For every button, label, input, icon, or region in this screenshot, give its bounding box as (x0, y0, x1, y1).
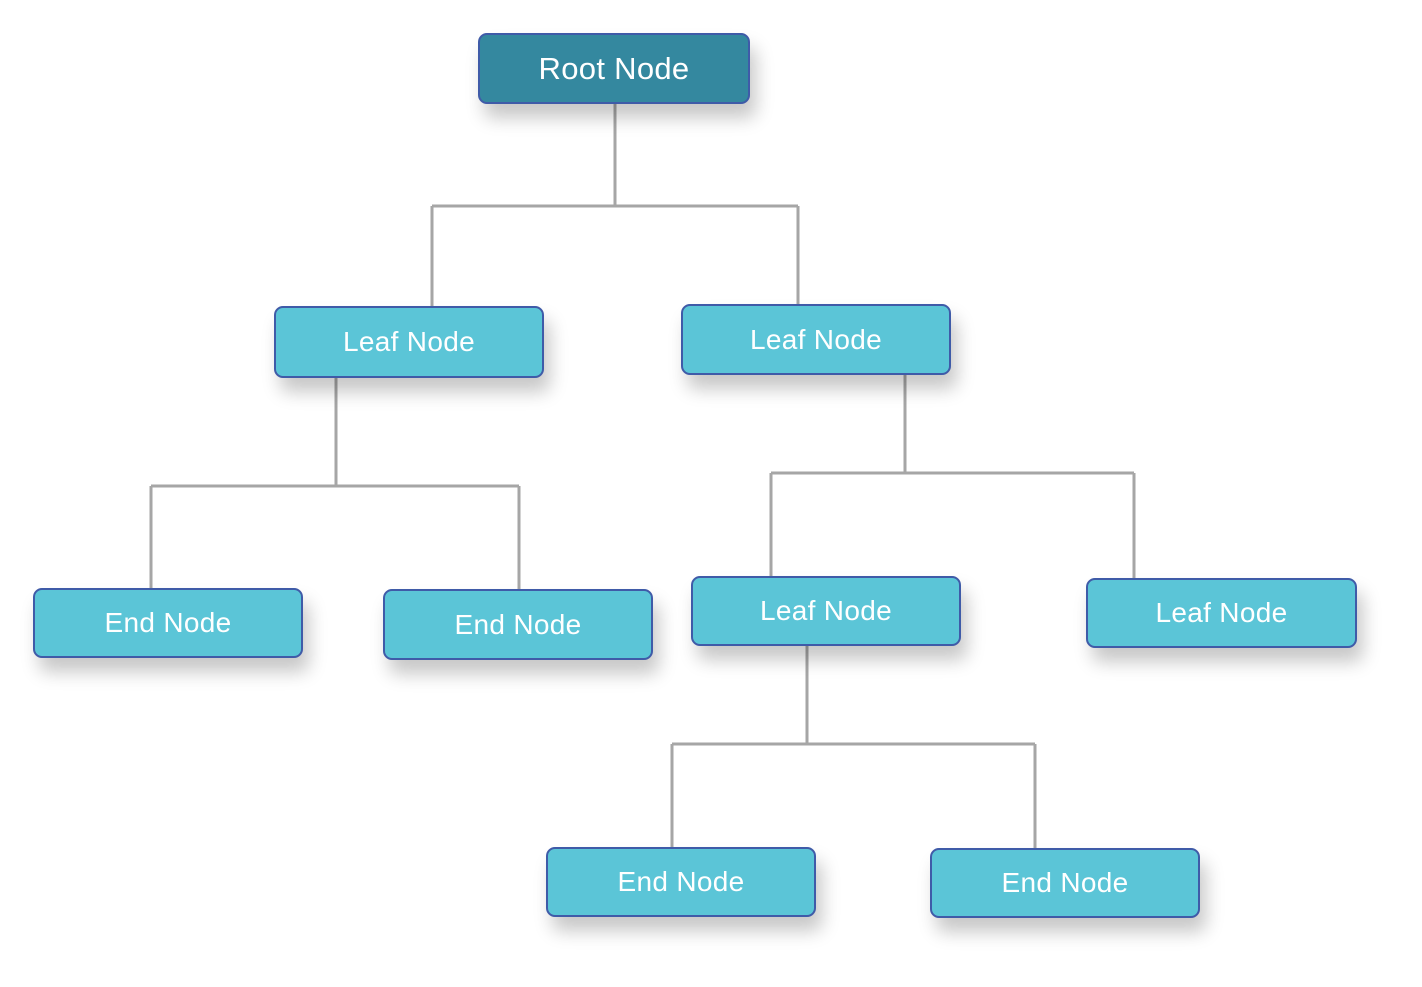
leaf-node-mid: Leaf Node (691, 576, 961, 646)
connector-leaf-right-to-leaves (769, 375, 1136, 578)
leaf-node-mid-label: Leaf Node (760, 595, 892, 626)
end-node-2: End Node (383, 589, 653, 660)
end-node-4: End Node (930, 848, 1200, 918)
leaf-node-far-right: Leaf Node (1086, 578, 1357, 648)
end-node-2-label: End Node (454, 608, 582, 640)
leaf-node-left-label: Leaf Node (343, 326, 475, 357)
end-node-1: End Node (33, 588, 303, 658)
end-node-3: End Node (546, 847, 816, 917)
leaf-node-right-label: Leaf Node (750, 323, 882, 355)
end-node-1-label: End Node (104, 607, 232, 638)
leaf-node-left: Leaf Node (274, 306, 544, 378)
leaf-node-far-right-label: Leaf Node (1155, 597, 1288, 628)
root-node: Root Node (478, 33, 750, 104)
connector-leaf-mid-to-ends (670, 646, 1037, 848)
end-node-4-label: End Node (1001, 867, 1129, 898)
leaf-node-right: Leaf Node (681, 304, 951, 375)
connector-root-to-leaves (430, 104, 800, 306)
end-node-3-label: End Node (617, 866, 745, 897)
root-node-label: Root Node (538, 50, 690, 86)
connector-leaf-left-to-ends (149, 378, 521, 589)
